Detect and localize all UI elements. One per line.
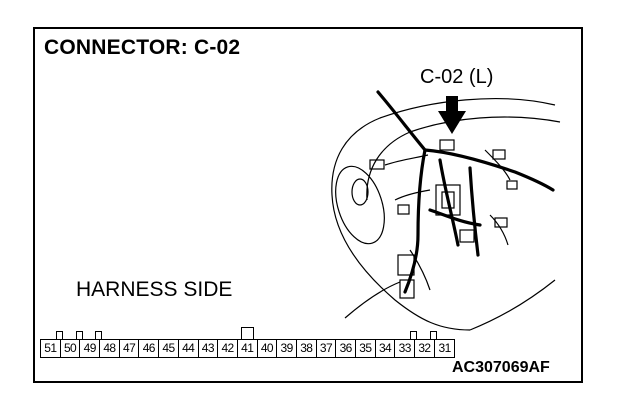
- connector-pin: 38: [297, 340, 317, 357]
- connector-key: [240, 327, 254, 339]
- connector-pin: 40: [258, 340, 278, 357]
- connector-pin: 37: [317, 340, 337, 357]
- connector-pin: 44: [179, 340, 199, 357]
- connector-location-arrow: [438, 96, 466, 134]
- connector-latch-tab: [410, 331, 418, 339]
- connector-pin: 43: [199, 340, 219, 357]
- connector-pin: 50: [61, 331, 83, 357]
- connector-pin: 36: [336, 340, 356, 357]
- harness-side-label: HARNESS SIDE: [76, 278, 233, 301]
- connector-pin: 34: [376, 340, 396, 357]
- connector-pin: 33: [395, 331, 418, 357]
- connector-pin: 31: [438, 341, 452, 355]
- connector-pin: 35: [356, 340, 376, 357]
- connector-latch-tab: [75, 331, 83, 339]
- connector-pin: 51: [41, 331, 63, 357]
- connector-latch-tab: [430, 331, 438, 339]
- connector-pin: 45: [159, 340, 179, 357]
- connector-pin: 32: [415, 331, 438, 357]
- wire-harness: [376, 90, 555, 294]
- connector-pin: 47: [120, 340, 140, 357]
- connector-latch-tab: [95, 331, 103, 339]
- diagram-frame: [33, 27, 583, 383]
- connector-pin: 49: [80, 331, 103, 357]
- diagram-title: CONNECTOR: C-02: [44, 36, 241, 59]
- connector-latch-tab: [56, 331, 63, 339]
- connector-pin: 48: [100, 340, 120, 357]
- harness-branches: [369, 139, 518, 299]
- connector-pin: 41: [238, 327, 258, 357]
- figure-code: AC307069AF: [452, 359, 550, 376]
- connector-pin: 39: [277, 340, 297, 357]
- connector-pin: 46: [139, 340, 160, 357]
- connector-pin: 42: [218, 340, 238, 357]
- connector-location-label: C-02 (L): [420, 66, 494, 88]
